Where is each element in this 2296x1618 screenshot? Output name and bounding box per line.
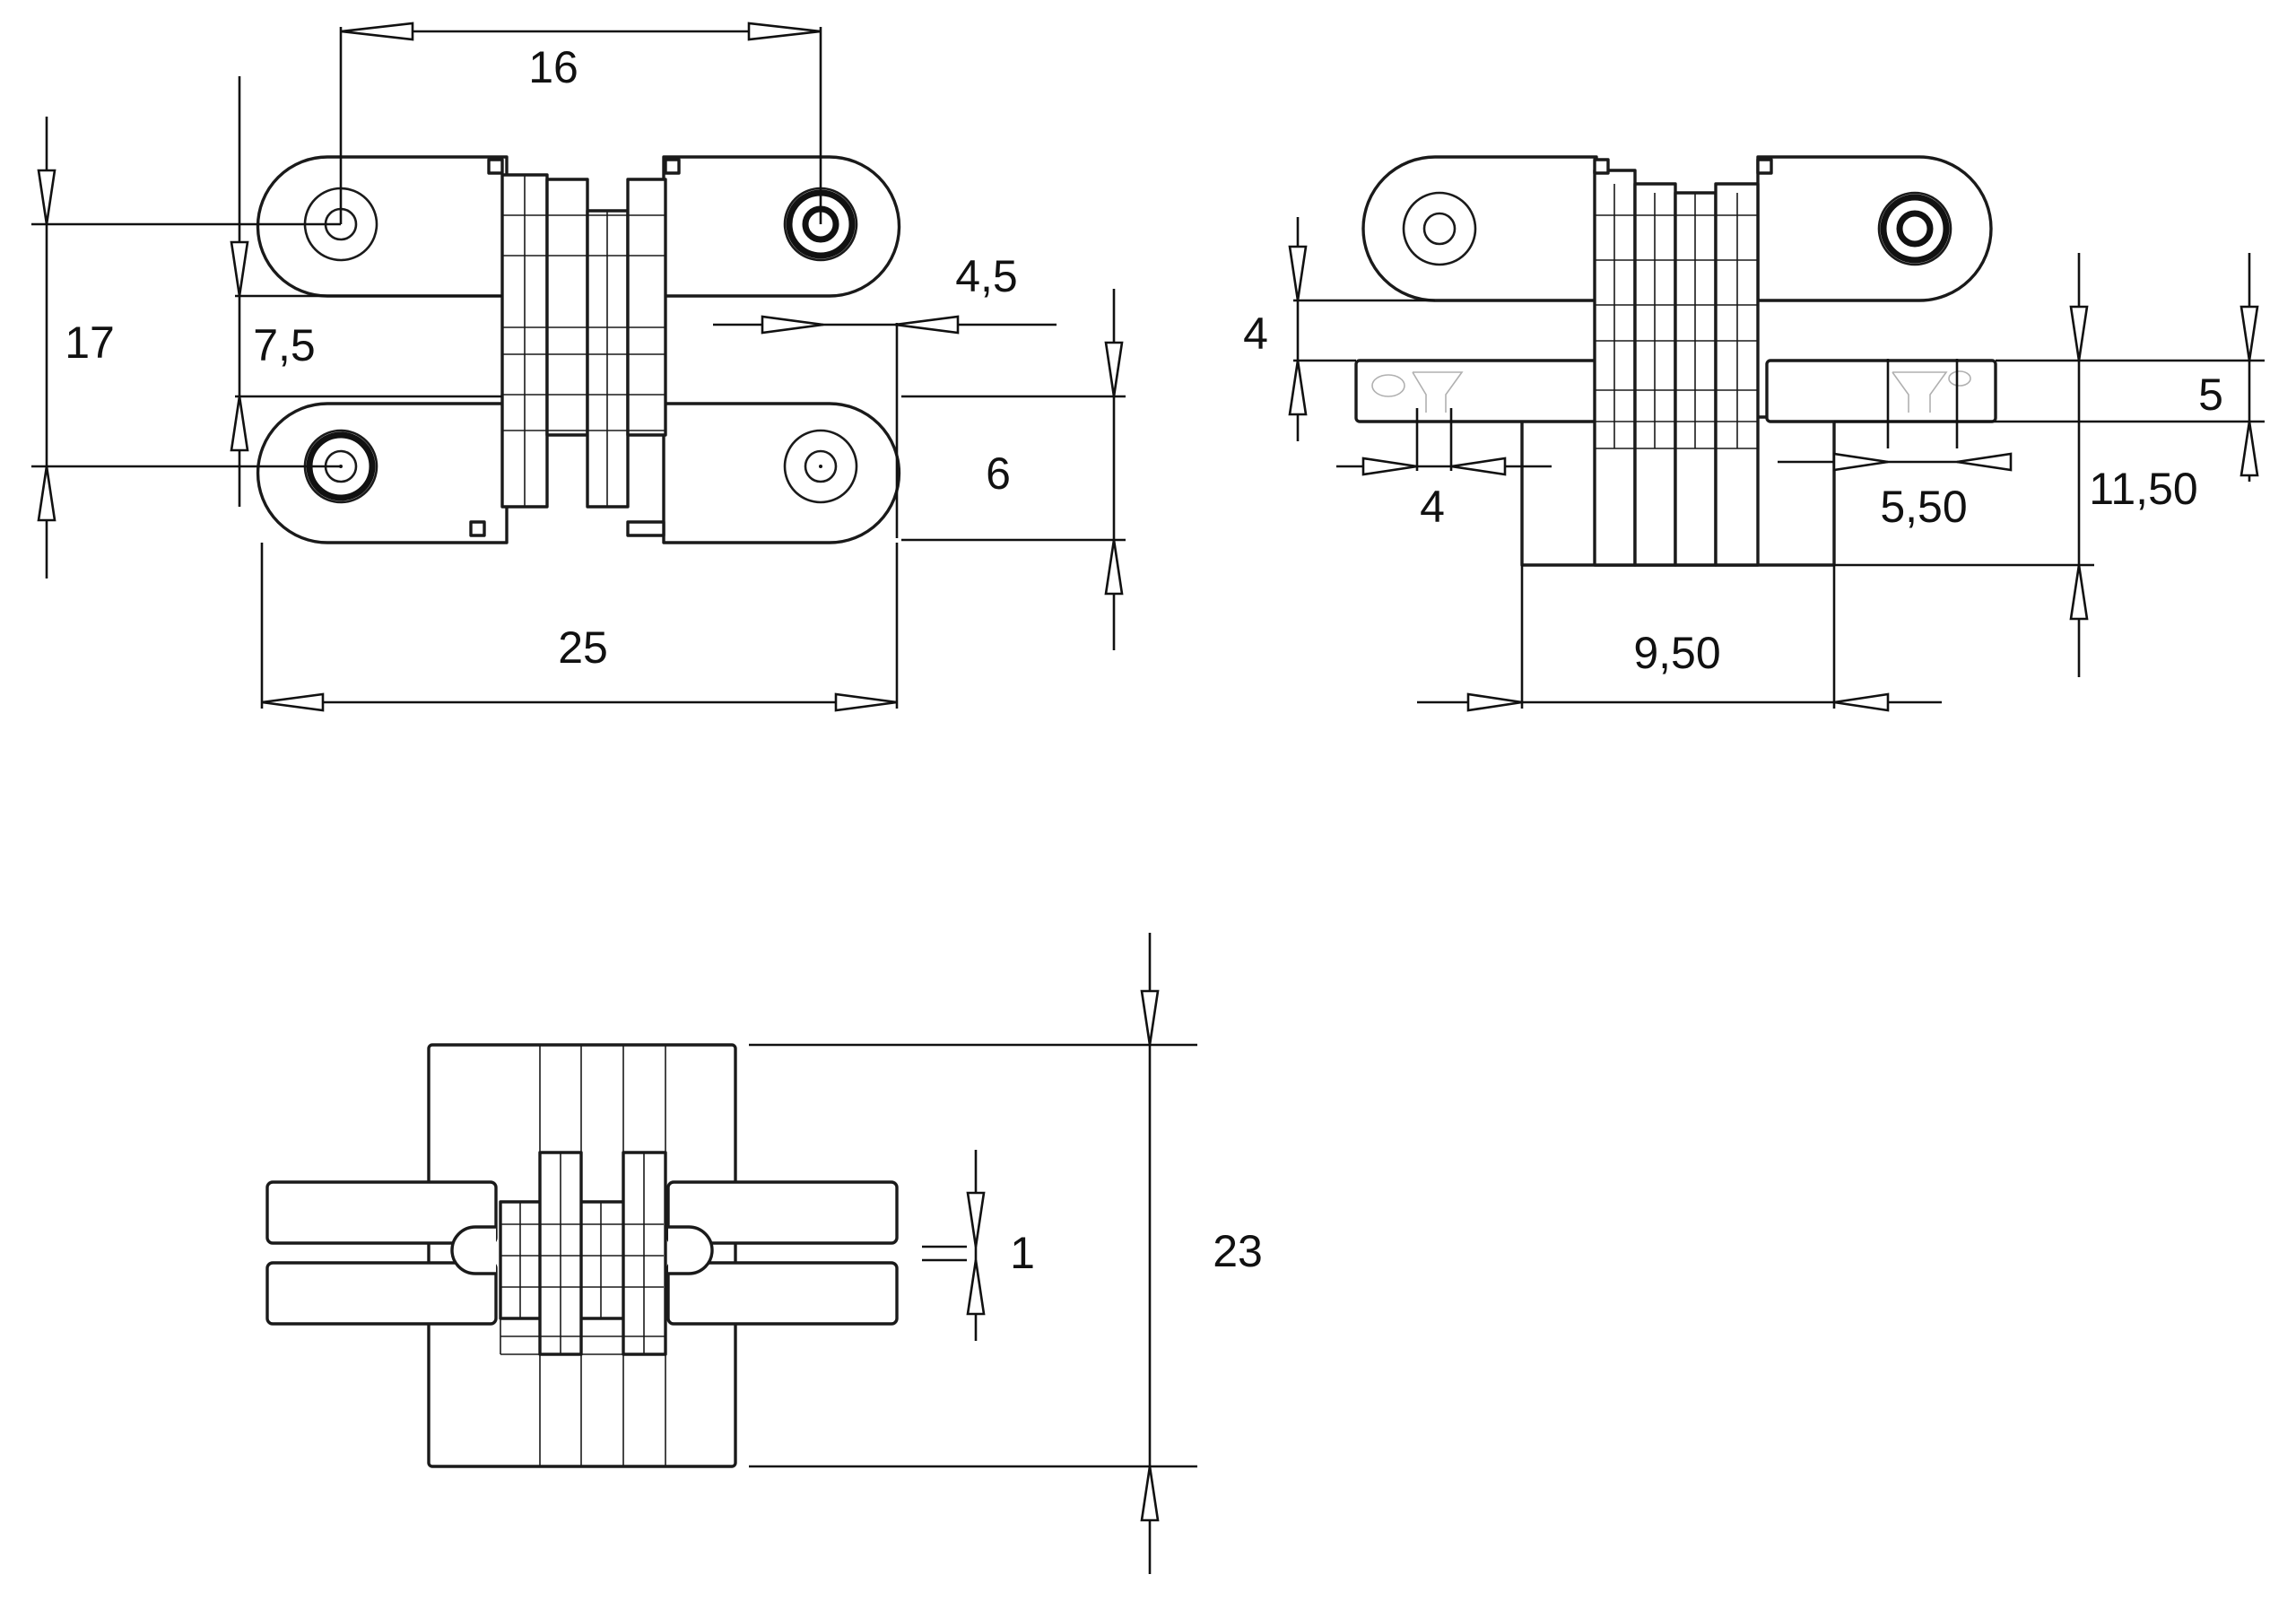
dim-side-small-right: 5,50: [1880, 482, 1967, 532]
dim-front-pin-offset: 4,5: [955, 251, 1018, 301]
side-hole-left: [1402, 191, 1477, 266]
dim-side-small-left: 4: [1420, 482, 1445, 532]
bottom-leaf-upper-left: [265, 1180, 498, 1245]
bottom-leaf-lower-right: [666, 1261, 899, 1326]
dim-front-gap: 7,5: [253, 320, 316, 370]
bottom-leaf-lower-left: [265, 1261, 498, 1326]
dim-side-base-height: 5: [2198, 370, 2223, 420]
side-hole-right: [1877, 191, 1952, 266]
dim-front-top-centers: 16: [528, 42, 578, 92]
front-hole-lower-right: [783, 429, 858, 504]
dim-side-body-width: 9,50: [1633, 628, 1720, 678]
front-view: 16 17 7,5 4,5 6 25: [31, 22, 1126, 712]
bottom-leaf-upper-right: [666, 1180, 899, 1245]
side-flange-right: [1765, 359, 1997, 423]
front-leaf-upper-left: [256, 155, 509, 298]
dim-bottom-height: 23: [1213, 1226, 1263, 1276]
front-knuckle-assembly: [469, 158, 681, 537]
dim-side-total-height: 11,50: [2089, 464, 2197, 514]
front-leaf-lower-right: [662, 402, 901, 544]
side-leaf-upper-left: [1361, 155, 1598, 302]
dim-side-top-offset: 4: [1243, 309, 1268, 359]
side-view: 4 5 4 5,50 11,50 9,50: [1243, 155, 2265, 712]
dim-front-width: 25: [558, 622, 608, 673]
bottom-knuckle-assembly: [450, 1151, 714, 1356]
bottom-view: 1 23: [265, 933, 1263, 1574]
side-flange-left: [1354, 359, 1612, 423]
side-countersinks: [1371, 370, 1971, 413]
front-leaf-upper-right: [662, 155, 901, 298]
side-knuckle-assembly: [1593, 158, 1773, 567]
dim-bottom-gap: 1: [1010, 1228, 1035, 1278]
dim-front-leaf-half: 6: [986, 448, 1011, 499]
dim-front-height: 17: [65, 318, 115, 368]
side-leaf-upper-right: [1756, 155, 1993, 302]
